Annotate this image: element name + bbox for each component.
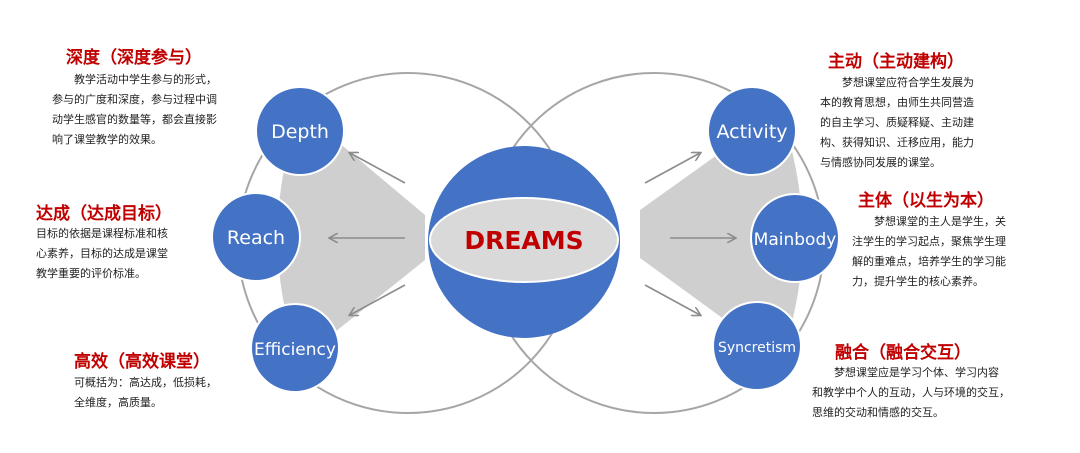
node-mainbody: Mainbody	[750, 193, 840, 283]
activity-desc-line: 本的教育思想，由师生共同营造	[820, 96, 974, 109]
mainbody-desc-line: 梦想课堂的主人是学生，关	[874, 215, 1006, 228]
mainbody-heading: 主体（以生为本）	[858, 191, 994, 211]
arrow-to-efficiency	[350, 284, 406, 315]
arrow-to-syncretism	[644, 284, 700, 315]
depth-desc-line: 响了课堂教学的效果。	[52, 133, 162, 146]
efficiency-description: 可概括为：高达成，低损耗， 全维度，高质量。	[74, 373, 217, 413]
mainbody-desc-line: 注学生的学习起点，聚焦学生理	[852, 235, 1006, 248]
node-reach: Reach	[211, 192, 301, 282]
reach-desc-line: 教学重要的评价标准。	[36, 267, 146, 280]
node-syncretism-label: Syncretism	[718, 340, 796, 356]
syncretism-desc-line: 思维的交动和情感的交互。	[812, 406, 944, 419]
reach-heading: 达成（达成目标）	[36, 204, 172, 224]
reach-description: 目标的依据是课程标准和核 心素养，目标的达成是课堂 教学重要的评价标准。	[36, 224, 168, 284]
activity-desc-line: 构、获得知识、迁移应用，能力	[820, 136, 974, 149]
node-depth: Depth	[255, 86, 345, 176]
center-oval	[429, 197, 619, 283]
node-efficiency-label: Efficiency	[254, 340, 336, 360]
efficiency-heading: 高效（高效课堂）	[74, 352, 210, 372]
syncretism-desc-line: 和教学中个人的互动，人与环境的交互，	[812, 386, 1010, 399]
node-reach-label: Reach	[227, 227, 285, 249]
center-sphere: DREAMS	[428, 146, 620, 338]
syncretism-description: 梦想课堂应是学习个体、学习内容 和教学中个人的互动，人与环境的交互， 思维的交动…	[812, 363, 1010, 423]
arrow-to-depth	[350, 153, 406, 184]
depth-description: 教学活动中学生参与的形式， 参与的广度和深度，参与过程中调 动学生感官的数量等，…	[52, 70, 217, 150]
activity-desc-line: 梦想课堂应符合学生发展为	[842, 76, 974, 89]
activity-desc-line: 与情感协同发展的课堂。	[820, 156, 941, 169]
activity-description: 梦想课堂应符合学生发展为 本的教育思想，由师生共同营造 的自主学习、质疑释疑、主…	[820, 73, 974, 173]
node-efficiency: Efficiency	[250, 303, 340, 393]
efficiency-desc-line: 全维度，高质量。	[74, 396, 162, 409]
center-label: DREAMS	[464, 226, 583, 255]
activity-desc-line: 的自主学习、质疑释疑、主动建	[820, 116, 974, 129]
depth-desc-line: 教学活动中学生参与的形式，	[74, 73, 217, 86]
reach-desc-line: 心素养，目标的达成是课堂	[36, 247, 168, 260]
syncretism-desc-line: 梦想课堂应是学习个体、学习内容	[834, 366, 999, 379]
node-syncretism: Syncretism	[712, 301, 802, 391]
depth-heading: 深度（深度参与）	[66, 48, 202, 68]
depth-desc-line: 动学生感官的数量等，都会直接影	[52, 113, 217, 126]
mainbody-desc-line: 解的重难点，培养学生的学习能	[852, 255, 1006, 268]
arrow-to-activity	[644, 153, 700, 184]
reach-desc-line: 目标的依据是课程标准和核	[36, 227, 168, 240]
syncretism-heading: 融合（融合交互）	[835, 343, 971, 363]
activity-heading: 主动（主动建构）	[828, 52, 964, 72]
node-activity: Activity	[707, 86, 797, 176]
node-mainbody-label: Mainbody	[754, 230, 837, 250]
node-depth-label: Depth	[271, 121, 329, 143]
mainbody-description: 梦想课堂的主人是学生，关 注学生的学习起点，聚焦学生理 解的重难点，培养学生的学…	[852, 212, 1006, 292]
mainbody-desc-line: 力，提升学生的核心素养。	[852, 275, 984, 288]
depth-desc-line: 参与的广度和深度，参与过程中调	[52, 93, 217, 106]
node-activity-label: Activity	[716, 121, 787, 143]
efficiency-desc-line: 可概括为：高达成，低损耗，	[74, 376, 217, 389]
